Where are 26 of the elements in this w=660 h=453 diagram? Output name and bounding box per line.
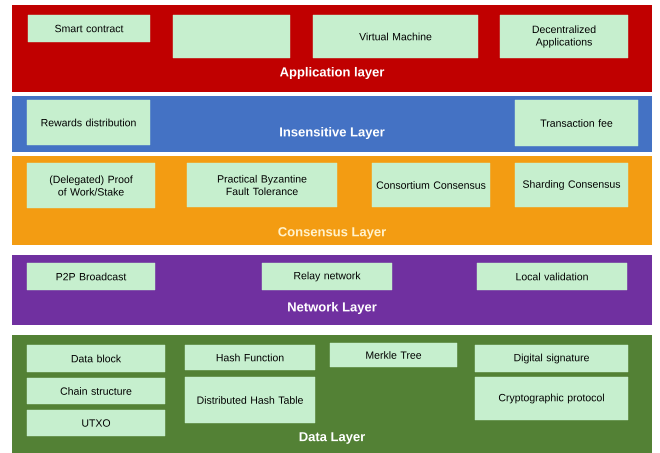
component-box: Local validation bbox=[476, 262, 628, 290]
component-box: Hash Function bbox=[184, 344, 316, 370]
layer-title: Application layer bbox=[280, 66, 384, 80]
component-box: Virtual Machine bbox=[312, 14, 478, 58]
component-box: Practical Byzantine Fault Tolerance bbox=[186, 162, 338, 208]
layer-title: Network Layer bbox=[288, 302, 377, 314]
component-box: Relay network bbox=[262, 262, 392, 290]
component-box: Consortium Consensus bbox=[372, 162, 490, 208]
component-box: Sharding Consensus bbox=[514, 162, 628, 208]
layer-title: Insensitive Layer bbox=[280, 126, 385, 140]
component-box: Chain structure bbox=[26, 378, 166, 404]
component-box: P2P Broadcast bbox=[26, 262, 156, 290]
component-box: Merkle Tree bbox=[330, 342, 458, 368]
component-box: Rewards distribution bbox=[26, 100, 150, 146]
component-box bbox=[172, 14, 290, 58]
layer-title: Data Layer bbox=[300, 432, 366, 444]
component-box: (Delegated) Proof of Work/Stake bbox=[26, 162, 156, 208]
component-box: Data block bbox=[26, 344, 166, 372]
component-box: Digital signature bbox=[474, 344, 628, 372]
component-box: Decentralized Applications bbox=[500, 14, 628, 58]
component-box: UTXO bbox=[26, 410, 166, 436]
component-box: Smart contract bbox=[28, 14, 150, 42]
component-box: Cryptographic protocol bbox=[474, 376, 628, 420]
component-box: Distributed Hash Table bbox=[184, 376, 316, 424]
component-box: Transaction fee bbox=[514, 100, 638, 146]
layer-title: Consensus Layer bbox=[278, 227, 386, 239]
